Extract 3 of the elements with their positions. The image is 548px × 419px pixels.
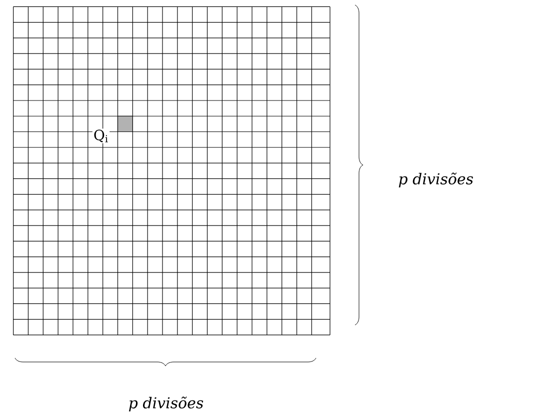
dimension-label: p divisões <box>398 172 474 188</box>
dimension-label: p divisões <box>128 396 204 412</box>
cell-label: Q$_{i}$ <box>92 128 110 144</box>
